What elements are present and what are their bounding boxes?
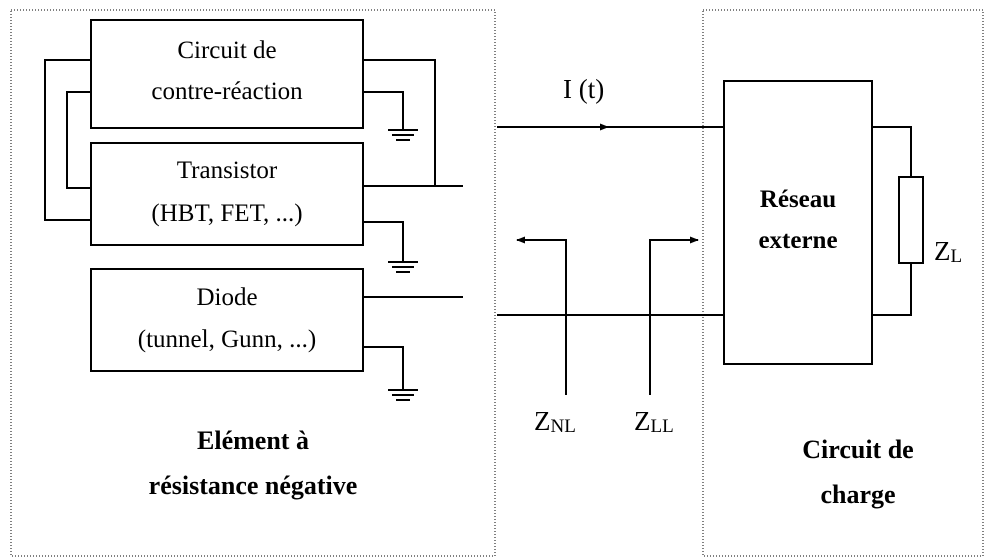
load-circuit-caption-line1: Circuit de — [802, 435, 913, 464]
transistor-block — [90, 142, 364, 246]
feedback-circuit-label-line2: contre-réaction — [151, 78, 303, 105]
external-network-label-line2: externe — [758, 227, 837, 254]
z-nl-arrow — [516, 236, 567, 395]
load-bottom-wire — [872, 263, 912, 316]
feedback-circuit-block — [90, 19, 364, 129]
negative-resistance-panel — [10, 9, 496, 557]
load-resistor — [898, 176, 924, 264]
z-ll-label: ZLL — [634, 406, 674, 437]
load-circuit-caption-line2: charge — [820, 480, 895, 509]
transistor-ground — [363, 221, 418, 273]
current-label: I (t) — [563, 74, 604, 104]
transistor-label-line2: (HBT, FET, ...) — [151, 200, 302, 227]
diode-label-line2: (tunnel, Gunn, ...) — [138, 326, 316, 353]
transistor-label-line1: Transistor — [177, 157, 278, 184]
feedback-ground — [363, 91, 418, 141]
negative-resistance-caption-line2: résistance négative — [149, 471, 358, 500]
feedback-loop-wires — [44, 59, 436, 221]
load-circuit-panel — [702, 9, 984, 557]
diode-label-line1: Diode — [196, 284, 257, 311]
z-ll-arrow — [649, 236, 699, 395]
load-label: ZL — [934, 236, 962, 267]
z-nl-label: ZNL — [534, 406, 576, 437]
feedback-circuit-label-line1: Circuit de — [177, 37, 276, 64]
diode-ground — [363, 346, 418, 401]
external-network-block — [723, 80, 873, 365]
external-network-label-line1: Réseau — [760, 186, 836, 213]
diode-block — [90, 268, 364, 372]
load-top-wire — [872, 126, 912, 177]
negative-resistance-caption-line1: Elément à — [197, 426, 309, 455]
